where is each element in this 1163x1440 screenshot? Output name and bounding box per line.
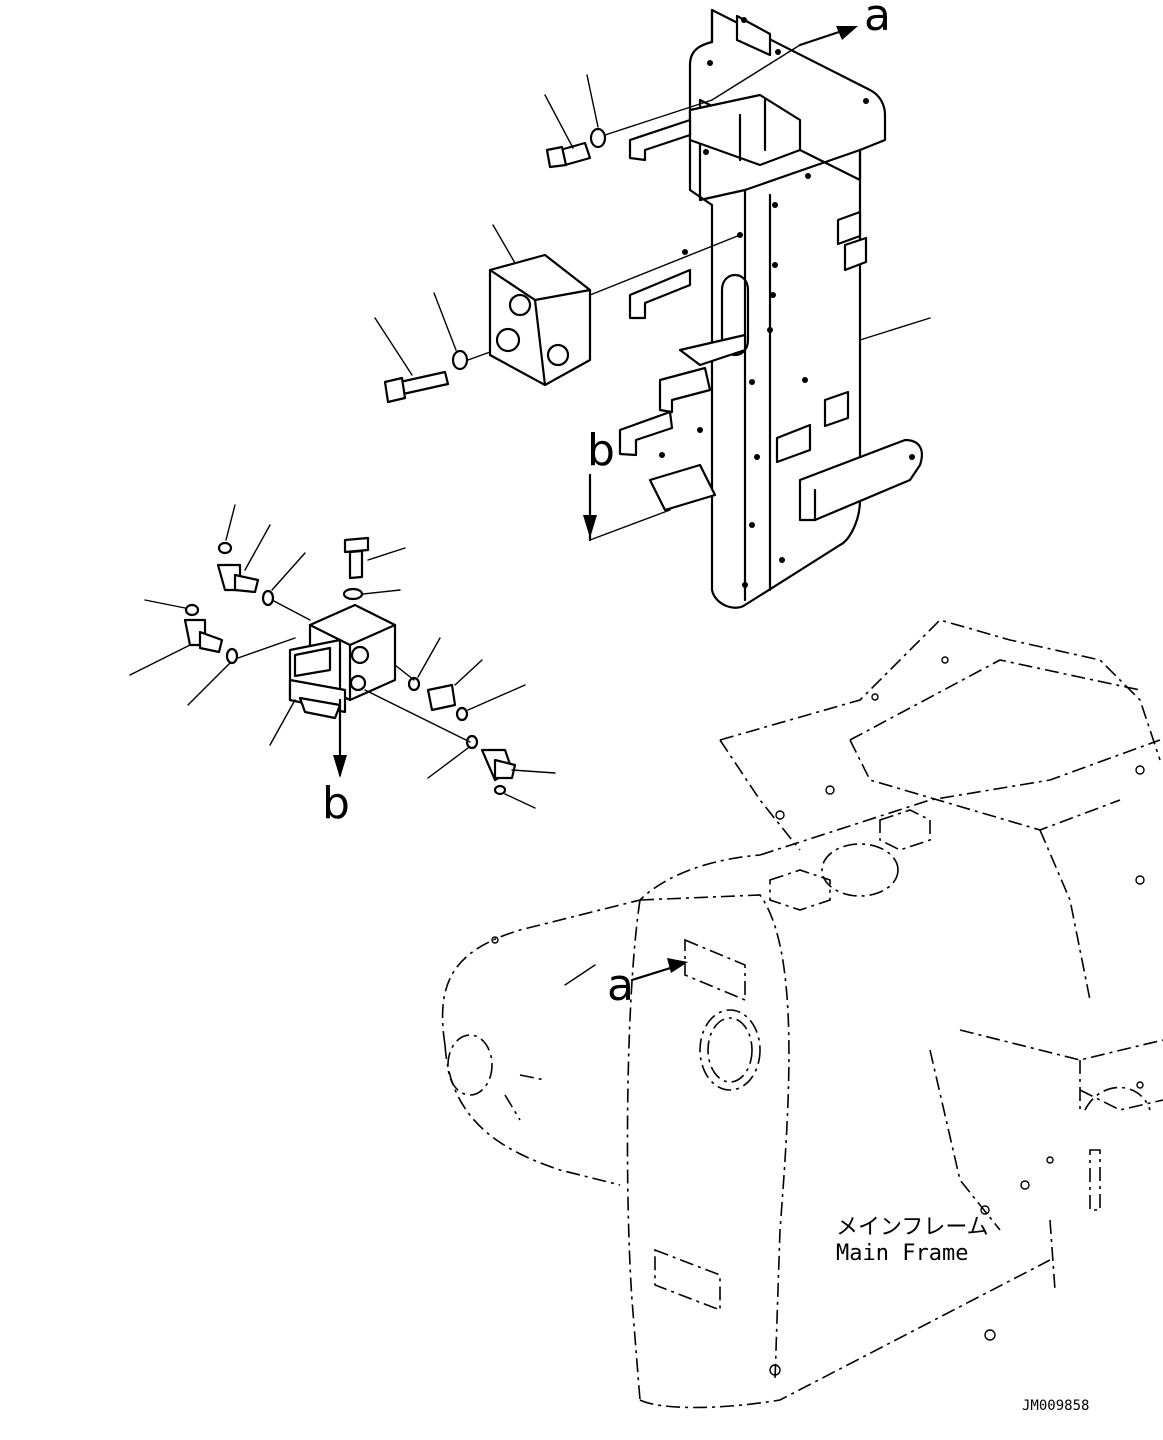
cap-upper-left — [217, 541, 233, 555]
long-bolt-washer — [451, 349, 469, 371]
arrow-b-valve — [333, 698, 347, 778]
cap-left — [184, 603, 200, 617]
label-a-top: a — [864, 0, 891, 41]
label-b-top: b — [587, 425, 615, 476]
arrow-a-top — [798, 26, 858, 47]
long-bolt — [383, 370, 450, 404]
valve-bolt — [343, 536, 370, 580]
top-bolt — [545, 141, 592, 169]
arrow-b-top — [583, 473, 597, 542]
frame-label-japanese: メインフレーム — [836, 1215, 989, 1240]
drawing-code: JM009858 — [1022, 1398, 1089, 1414]
mounting-bracket — [618, 8, 923, 609]
label-b-valve: b — [322, 778, 350, 829]
cap-elbow — [493, 784, 507, 796]
oring-right-2 — [455, 706, 469, 722]
frame-label-english: Main Frame — [836, 1241, 968, 1266]
fitting-left — [183, 618, 224, 654]
block-manifold — [488, 253, 592, 387]
main-frame-outline — [441, 619, 1163, 1409]
oring-right — [407, 676, 421, 692]
top-washer — [589, 127, 607, 149]
assembly-lines — [237, 44, 801, 743]
label-a-frame: a — [607, 960, 634, 1011]
oring-upper-left — [261, 589, 275, 607]
oring-elbow — [465, 734, 479, 750]
elbow-fitting — [480, 748, 517, 782]
leader-lines — [129, 74, 931, 986]
valve-washer — [342, 587, 364, 601]
arrow-a-frame — [630, 958, 688, 982]
fitting-right — [426, 683, 457, 712]
oring-left — [225, 647, 239, 665]
solenoid-valve — [288, 603, 397, 720]
fitting-upper-left — [216, 563, 260, 594]
